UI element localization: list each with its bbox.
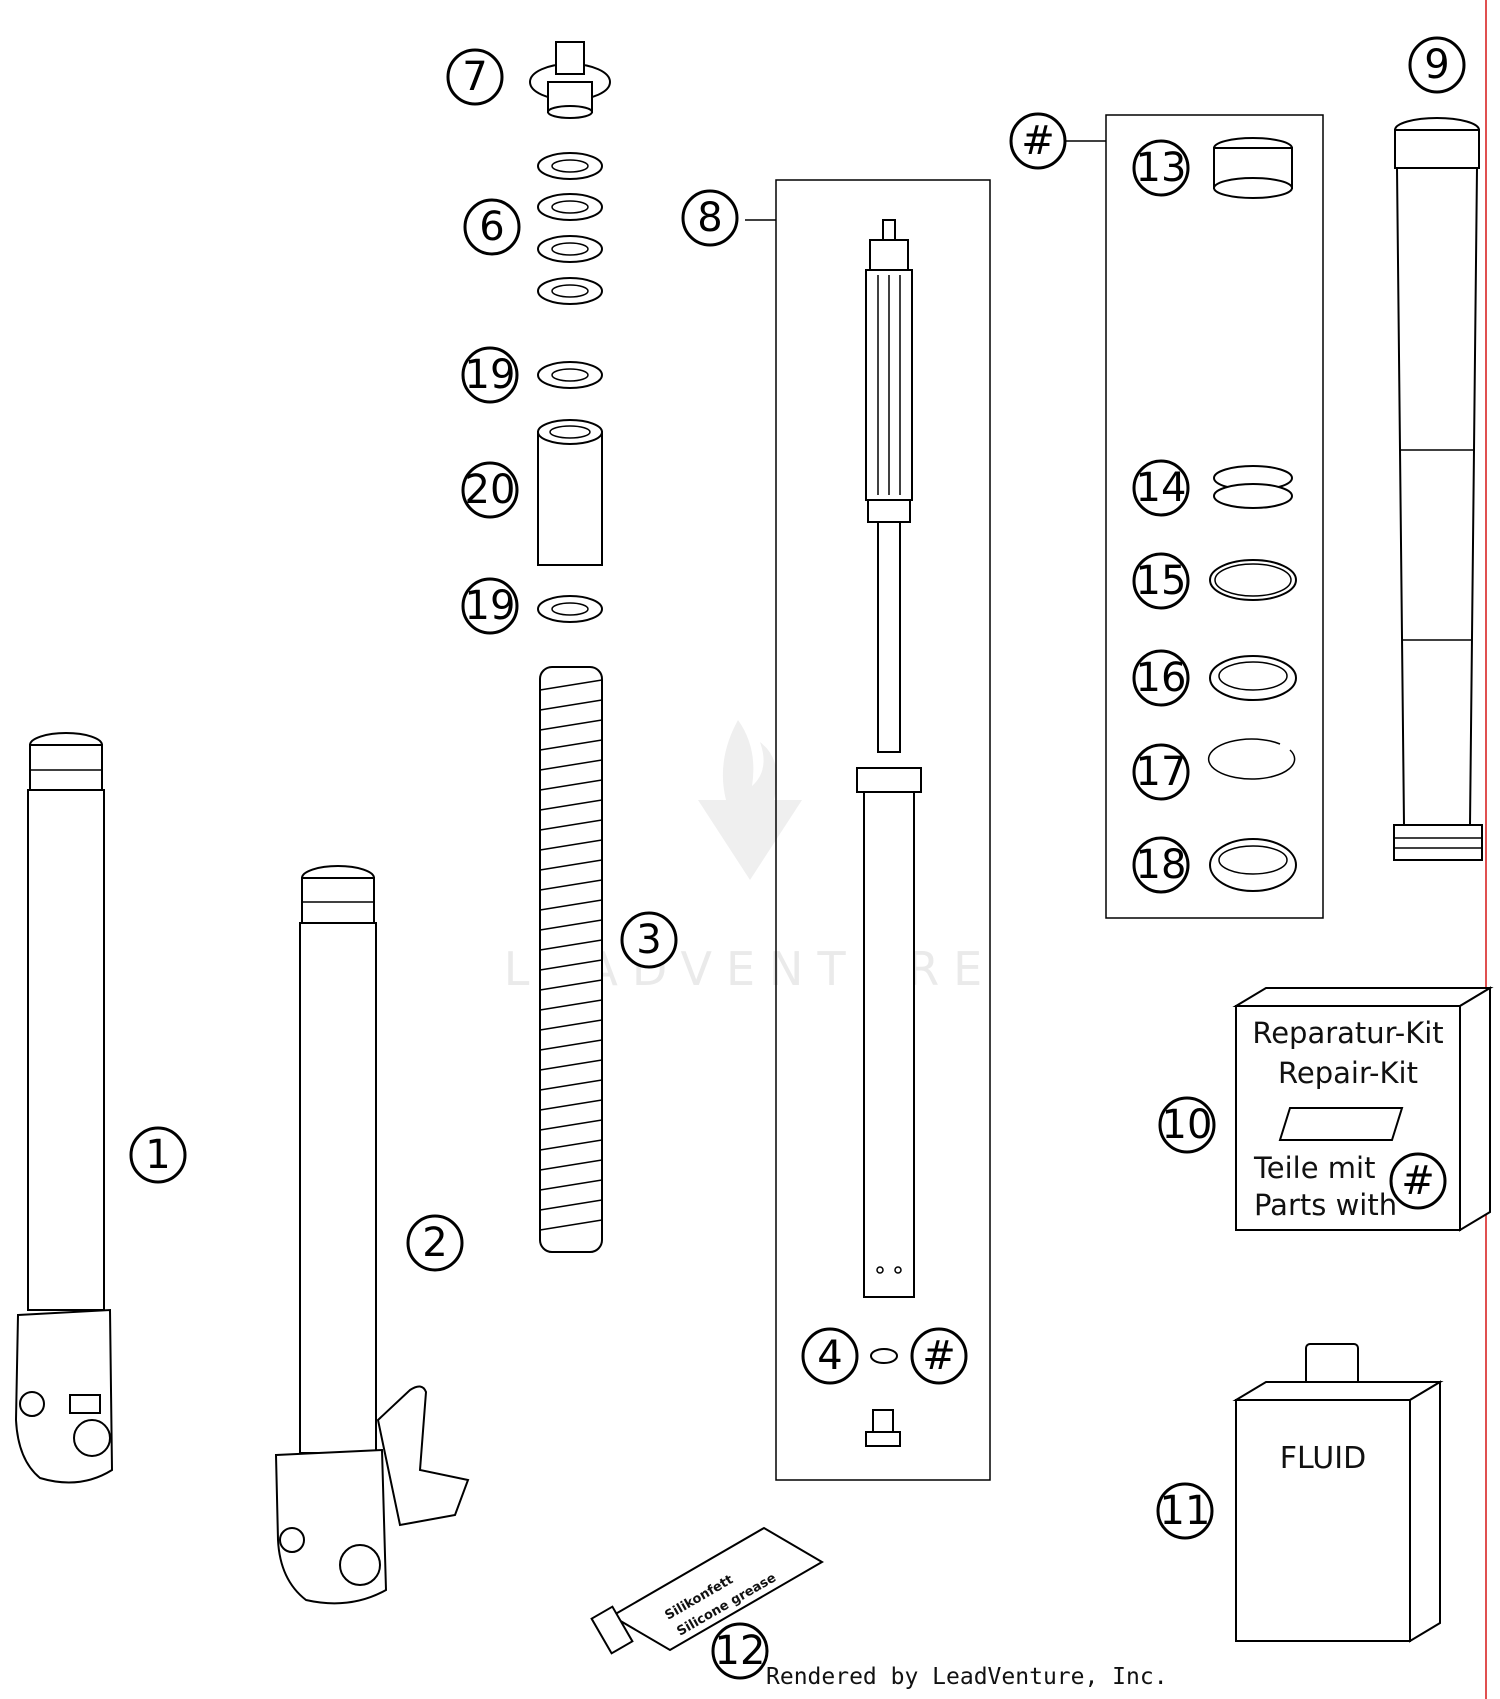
footer-credit: Rendered by LeadVenture, Inc.: [766, 1664, 1168, 1690]
svg-text:1: 1: [145, 1132, 170, 1178]
part-14-bushing: [1213, 465, 1293, 509]
part-17-circlip: [1207, 738, 1296, 780]
callout-8: 8: [681, 189, 739, 247]
svg-text:2: 2: [422, 1220, 447, 1266]
svg-text:10: 10: [1162, 1102, 1213, 1148]
svg-text:12: 12: [715, 1628, 766, 1674]
part-15-washer: [1209, 559, 1297, 601]
svg-text:13: 13: [1136, 145, 1187, 191]
kit-line-4: Parts with: [1254, 1188, 1397, 1222]
svg-text:18: 18: [1136, 842, 1187, 888]
svg-text:16: 16: [1136, 655, 1187, 701]
svg-text:3: 3: [636, 917, 661, 963]
callout-1: 1: [129, 1126, 187, 1184]
callout-hash-box: #: [1009, 112, 1067, 170]
part-8-cartridge-box: [745, 179, 991, 1481]
part-11-fluid-bottle: FLUID: [1232, 1343, 1444, 1643]
watermark-logo-icon: [698, 720, 802, 880]
part-20-spacer: [537, 419, 603, 566]
part-9-inner-tube: [1393, 117, 1483, 861]
part-13-bushing: [1213, 137, 1293, 199]
callout-7: 7: [446, 48, 504, 106]
part-1-fork-leg: [14, 732, 114, 1484]
callout-9: 9: [1408, 36, 1466, 94]
part-12-grease-tube: Silikonfett Silicone grease: [590, 1526, 824, 1655]
kit-line-1: Reparatur-Kit: [1252, 1016, 1443, 1050]
callout-10: 10: [1158, 1096, 1216, 1154]
svg-text:8: 8: [697, 195, 722, 241]
callout-18: 18: [1132, 836, 1190, 894]
svg-text:15: 15: [1136, 558, 1187, 604]
svg-text:#: #: [1401, 1158, 1435, 1204]
part-7-fork-cap: [529, 41, 611, 119]
kit-line-3: Teile mit: [1253, 1151, 1375, 1185]
part-18-dust-seal: [1209, 838, 1297, 892]
svg-text:14: 14: [1136, 465, 1187, 511]
callout-3: 3: [620, 911, 678, 969]
ktm-logo-icon: [1278, 1107, 1404, 1141]
callout-12: 12: [711, 1622, 769, 1680]
callout-4: 4: [801, 1327, 859, 1385]
svg-text:#: #: [1021, 118, 1055, 164]
callout-17: 17: [1132, 743, 1190, 801]
part-19-washer-top: [537, 361, 603, 389]
part-kit-box: [1065, 114, 1324, 919]
part-19-washer-bottom: [537, 595, 603, 623]
callout-19-top: 19: [461, 346, 519, 404]
callout-hash-valve: #: [910, 1327, 968, 1385]
svg-text:6: 6: [479, 204, 504, 250]
part-10-repair-kit: Reparatur-Kit Repair-Kit Teile mit Parts…: [1232, 986, 1494, 1232]
svg-text:7: 7: [462, 54, 487, 100]
svg-text:19: 19: [465, 583, 516, 629]
svg-text:9: 9: [1424, 42, 1449, 88]
callout-16: 16: [1132, 649, 1190, 707]
callout-13: 13: [1132, 139, 1190, 197]
callout-2: 2: [406, 1214, 464, 1272]
callout-6: 6: [463, 198, 521, 256]
svg-text:#: #: [922, 1333, 956, 1379]
svg-text:4: 4: [817, 1333, 842, 1379]
kit-line-2: Repair-Kit: [1278, 1056, 1418, 1090]
callout-hash-kit: #: [1389, 1152, 1447, 1210]
svg-text:19: 19: [465, 352, 516, 398]
svg-text:17: 17: [1136, 749, 1187, 795]
callout-11: 11: [1156, 1482, 1214, 1540]
part-3-spring: [539, 666, 603, 1253]
svg-text:20: 20: [465, 467, 516, 513]
svg-text:11: 11: [1160, 1488, 1211, 1534]
callout-19-bottom: 19: [461, 577, 519, 635]
callout-14: 14: [1132, 459, 1190, 517]
callout-20: 20: [461, 461, 519, 519]
part-16-seal: [1209, 655, 1297, 701]
fluid-label: FLUID: [1280, 1441, 1366, 1476]
callout-15: 15: [1132, 552, 1190, 610]
part-6-washers: [537, 152, 603, 305]
part-2-fork-leg: [274, 865, 470, 1605]
